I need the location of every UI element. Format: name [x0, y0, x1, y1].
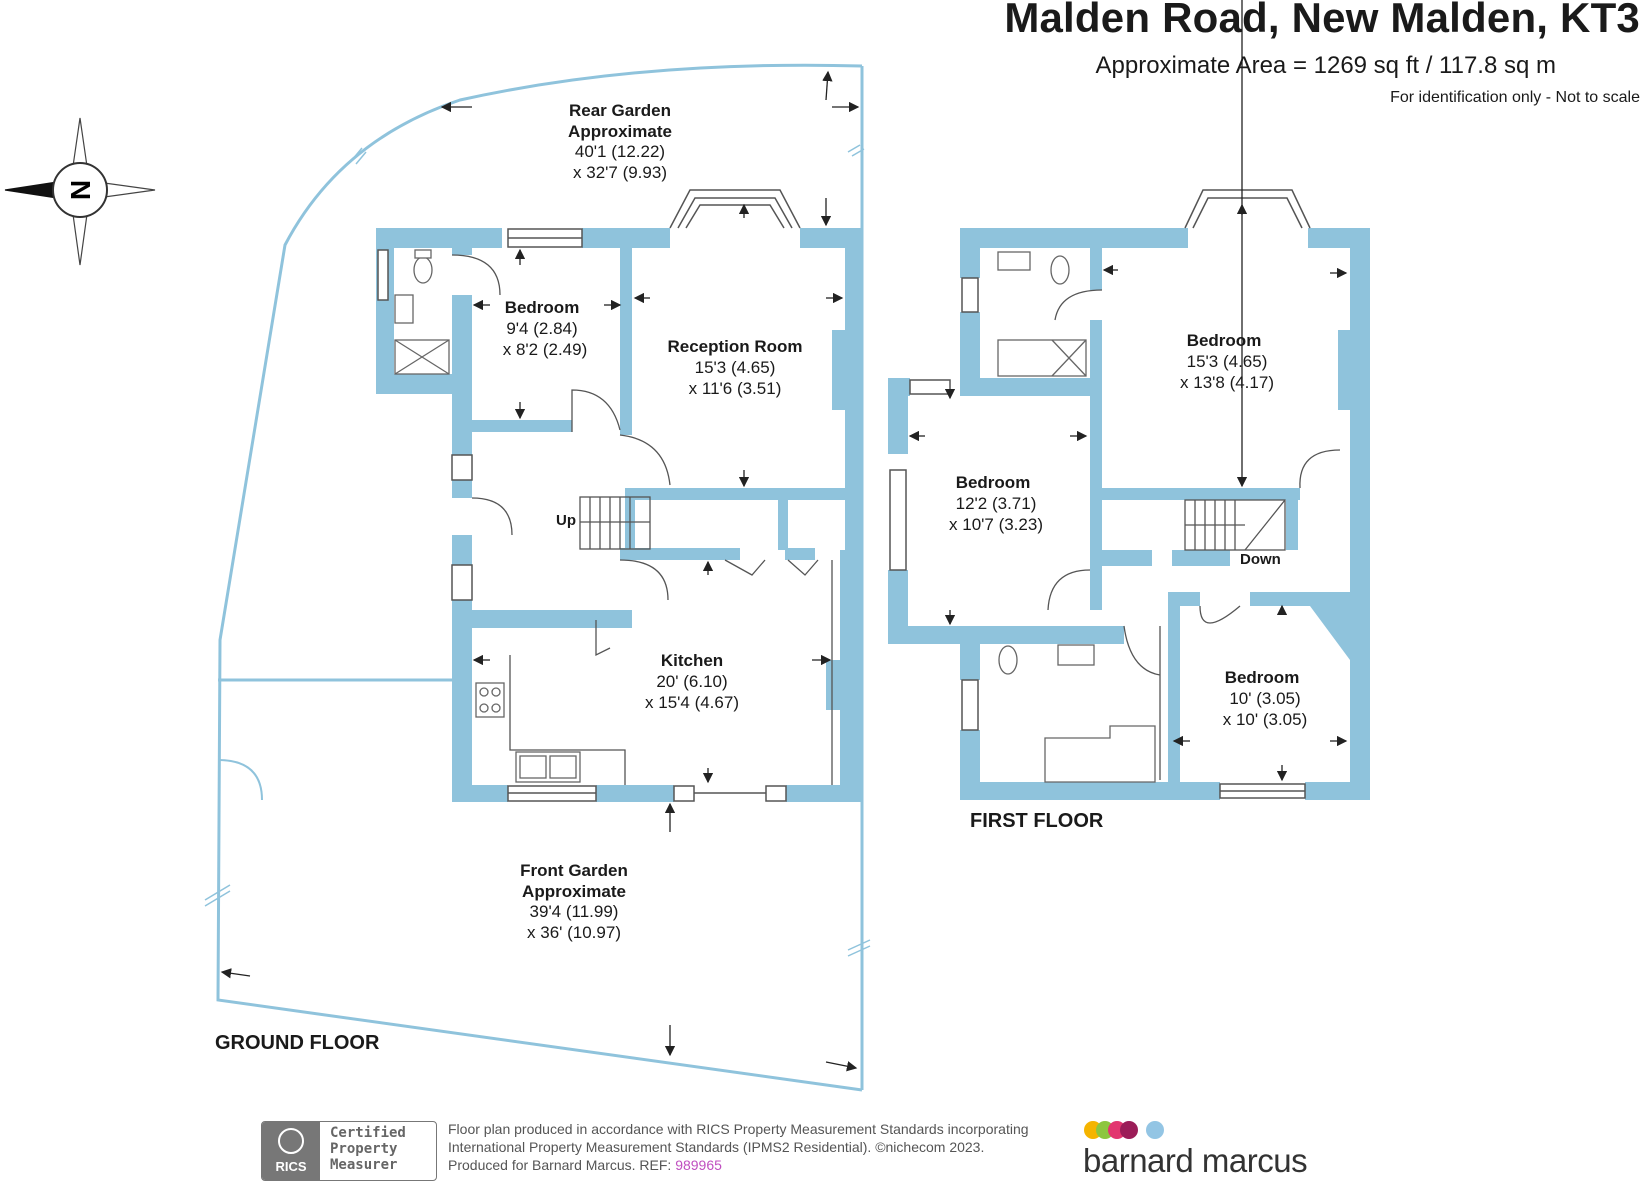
first-floor-walls [888, 228, 1370, 800]
rics-logo-icon: RICS [262, 1122, 320, 1180]
ground-bay-window [669, 189, 801, 229]
break-marks [204, 144, 871, 957]
ground-doors-stairs [451, 254, 833, 785]
footer-line2: International Property Measurement Stand… [448, 1139, 985, 1155]
footer-line3: Produced for Barnard Marcus. REF: 989965 [448, 1156, 1029, 1174]
reception-room-dim2: x 11'6 (3.51) [688, 379, 782, 398]
ff-bedroom2-dim1: 12'2 (3.71) [955, 494, 1037, 513]
brand-name: barnard marcus [1083, 1142, 1308, 1179]
kitchen-name: Kitchen [660, 651, 724, 670]
dimension-arrows [220, 0, 1348, 1072]
front-garden-dim2: x 36' (10.97) [527, 923, 621, 942]
ff-bedroom3-dim1: 10' (3.05) [1229, 689, 1301, 708]
rics-certified-text: Certified Property Measurer [330, 1125, 406, 1173]
front-garden-dim1: 39'4 (11.99) [529, 902, 619, 921]
ff-bedroom1-name: Bedroom [1186, 331, 1262, 350]
rear-garden-name: Rear Garden [568, 101, 672, 120]
rics-badge: RICS Certified Property Measurer [261, 1121, 437, 1181]
front-garden-sub: Approximate [522, 882, 626, 901]
north-compass-icon: N [4, 117, 156, 266]
footer-ref: 989965 [675, 1157, 722, 1173]
footer-produced-for: Produced for Barnard Marcus. REF: [448, 1157, 672, 1173]
rear-garden-sub: Approximate [568, 122, 672, 141]
rics-word: RICS [275, 1159, 307, 1174]
gf-bedroom-name: Bedroom [504, 298, 580, 317]
garden-gate [217, 759, 263, 801]
first-fixtures [997, 251, 1156, 783]
front-garden-name: Front Garden [520, 861, 628, 880]
rear-garden-dim1: 40'1 (12.22) [574, 142, 666, 161]
rear-garden-dim2: x 32'7 (9.93) [573, 163, 667, 182]
first-floor-label: FIRST FLOOR [970, 810, 1104, 832]
first-floor-windows [889, 277, 1306, 799]
rics-line1: Certified [330, 1125, 406, 1141]
reception-room-name: Reception Room [667, 337, 803, 356]
first-bay-window [1184, 189, 1311, 229]
first-doors-stairs [1047, 289, 1341, 780]
ff-bedroom2-dim2: x 10'7 (3.23) [949, 515, 1043, 534]
ff-bedroom3-dim2: x 10' (3.05) [1222, 710, 1308, 729]
ff-bedroom1-dim2: x 13'8 (4.17) [1180, 373, 1274, 392]
gf-bedroom-dim2: x 8'2 (2.49) [502, 340, 588, 359]
approximate-area: Approximate Area = 1269 sq ft / 117.8 sq… [1095, 52, 1557, 79]
ground-floor-label: GROUND FLOOR [215, 1032, 380, 1054]
ground-floor-walls [376, 228, 862, 802]
stairs-up-label: Up [556, 512, 576, 529]
ground-fixtures [394, 249, 581, 783]
ground-floor-windows [377, 228, 787, 802]
gf-bedroom-dim1: 9'4 (2.84) [506, 319, 578, 338]
svg-text:N: N [65, 180, 96, 200]
rics-line3: Measurer [330, 1157, 398, 1173]
footer-note: Floor plan produced in accordance with R… [448, 1120, 1029, 1174]
reception-room-dim1: 15'3 (4.65) [694, 358, 776, 377]
footer-line1: Floor plan produced in accordance with R… [448, 1121, 1029, 1137]
kitchen-dim2: x 15'4 (4.67) [645, 693, 739, 712]
rics-line2: Property [330, 1141, 398, 1157]
property-title: Malden Road, New Malden, KT3 [1004, 0, 1640, 41]
brand-dots [1084, 1121, 1164, 1139]
identification-note: For identification only - Not to scale [1390, 89, 1640, 106]
ff-bedroom2-name: Bedroom [955, 473, 1031, 492]
kitchen-dim1: 20' (6.10) [656, 672, 728, 691]
ff-bedroom1-dim1: 15'3 (4.65) [1186, 352, 1268, 371]
stairs-down-label: Down [1240, 551, 1281, 568]
ff-bedroom3-name: Bedroom [1224, 668, 1300, 687]
